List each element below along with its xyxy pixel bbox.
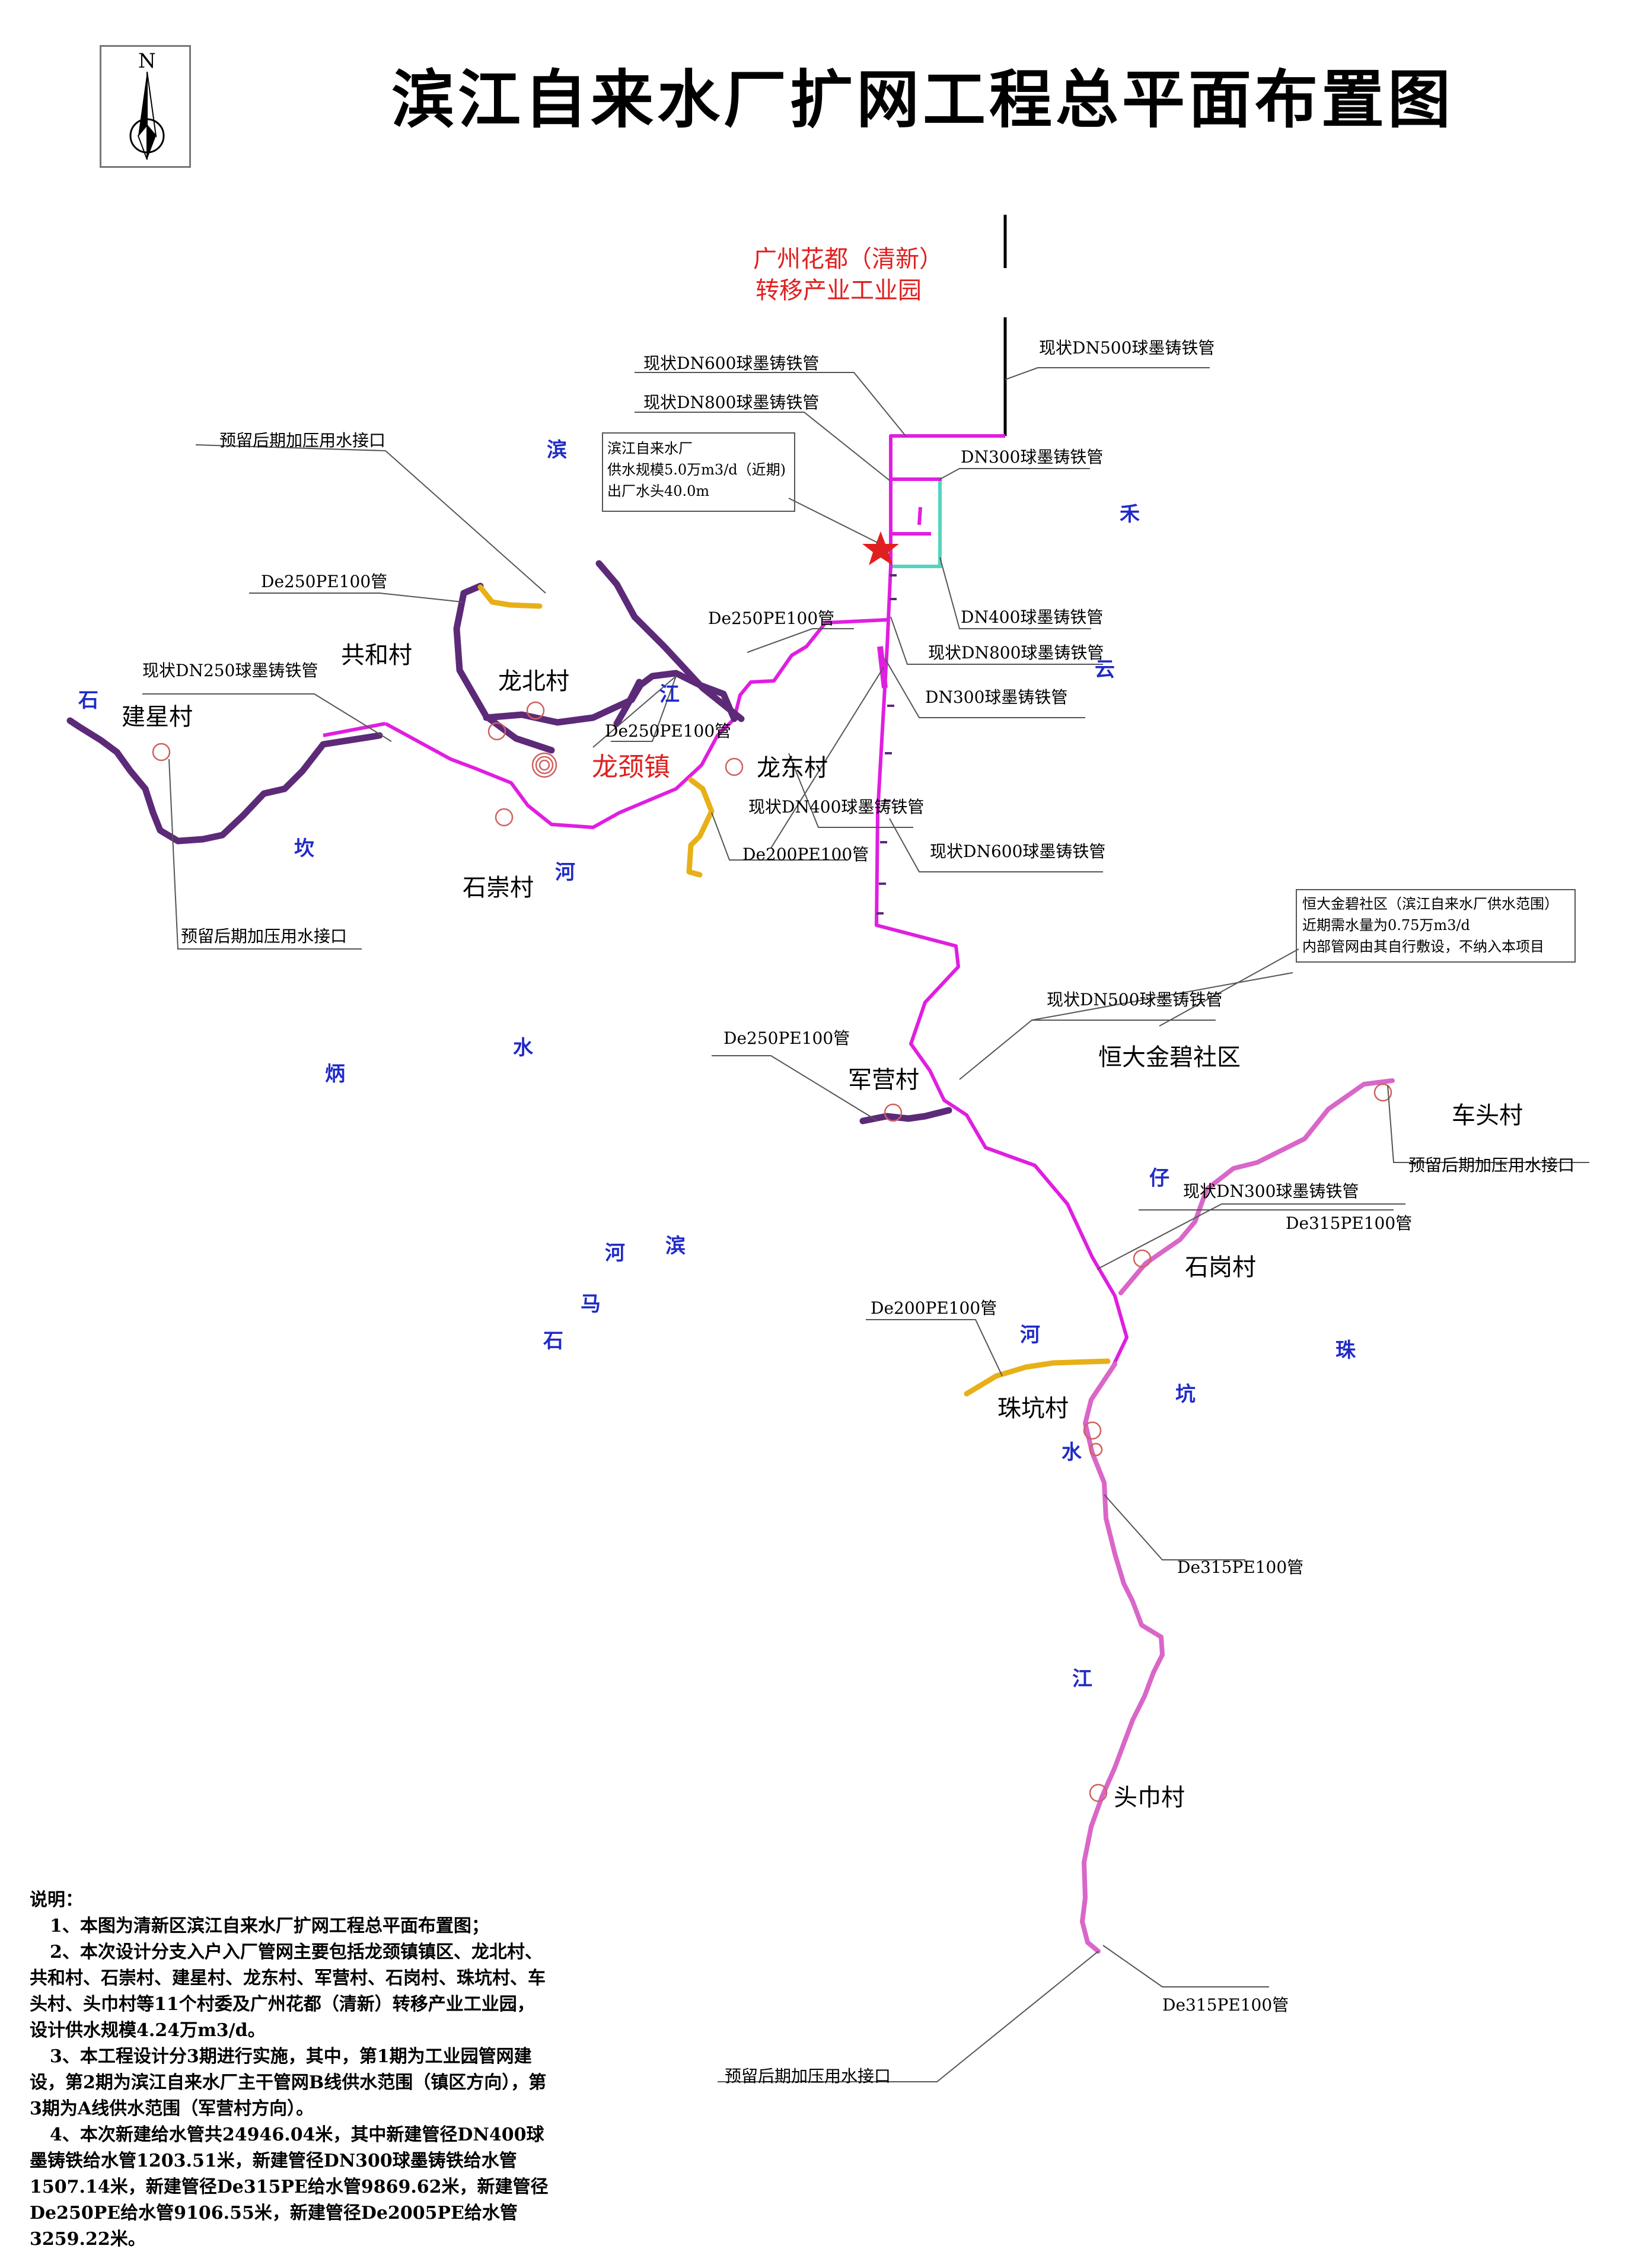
water-plant-star-icon: [862, 531, 899, 565]
evergrande-info-frame: [1296, 889, 1576, 963]
river-char: 石: [543, 1329, 563, 1353]
village-marker-longbei: [526, 701, 545, 720]
river-char: 水: [1062, 1441, 1082, 1464]
river-char: 坑: [1175, 1383, 1196, 1406]
pipe-de315-network: [1080, 1078, 1395, 1954]
river-char: 江: [1072, 1667, 1092, 1691]
village-marker-zhukeng: [1083, 1421, 1102, 1440]
village-marker-longjing-town: [531, 752, 557, 778]
label-de315-a: De315PE100管: [1286, 1213, 1412, 1233]
pipe-valve-ticks: [876, 574, 897, 915]
main-pipe-network: [323, 434, 1129, 1368]
label-dn500-existing-top: 现状DN500球墨铸铁管: [1039, 338, 1215, 358]
village-marker-chetou: [1373, 1083, 1392, 1102]
label-de250-c: De250PE100管: [261, 572, 387, 591]
river-char: 滨: [665, 1234, 686, 1258]
industrial-park-label-1: 广州花都（清新）: [753, 246, 943, 273]
village-label-zhukeng: 珠坑村: [997, 1395, 1069, 1422]
info-box-frames: [602, 432, 1576, 963]
evergrande-info-line2: 近期需水量为0.75万m3/d: [1302, 917, 1470, 934]
label-dn600-existing-mid: 现状DN600球墨铸铁管: [930, 842, 1105, 861]
north-label: N: [138, 49, 156, 73]
river-char: 珠: [1335, 1339, 1356, 1362]
label-dn500-existing-mid: 现状DN500球墨铸铁管: [1047, 990, 1222, 1009]
north-arrow: N: [100, 45, 191, 168]
plant-info-line3: 出厂水头40.0m: [607, 483, 709, 499]
river-char: 坎: [294, 837, 314, 861]
evergrande-info-line3: 内部管网由其自行敷设，不纳入本项目: [1302, 938, 1544, 955]
label-de250-b: De250PE100管: [605, 721, 731, 741]
village-marker-toujin: [1089, 1783, 1108, 1802]
north-arrow-icon: [129, 71, 165, 160]
river-char: 河: [605, 1241, 625, 1265]
pipe-de200-network: [477, 584, 1111, 1397]
village-marker-junying: [884, 1103, 903, 1122]
town-label-longjing: 龙颈镇: [592, 752, 670, 782]
label-de250-a: De250PE100管: [708, 609, 834, 628]
village-label-longbei: 龙北村: [498, 668, 569, 695]
village-markers: [152, 701, 1392, 1802]
design-notes: 说明： 1、本图为清新区滨江自来水厂扩网工程总平面布置图； 2、本次设计分支入户…: [30, 1887, 552, 2253]
village-label-jianxing: 建星村: [122, 703, 193, 731]
village-marker-longdong: [725, 757, 744, 776]
label-dn300-existing-lower: 现状DN300球墨铸铁管: [1183, 1181, 1359, 1201]
label-reserved-3: 预留后期加压用水接口: [1408, 1155, 1574, 1175]
label-dn250-existing: 现状DN250球墨铸铁管: [142, 661, 318, 680]
notes-item-1: 1、本图为清新区滨江自来水厂扩网工程总平面布置图；: [50, 1916, 489, 1936]
village-label-toujin: 头巾村: [1114, 1784, 1185, 1811]
village-label-longdong: 龙东村: [757, 754, 828, 782]
village-marker-jianxing: [152, 743, 171, 762]
village-label-chetou: 车头村: [1452, 1102, 1523, 1129]
plant-info-line2: 供水规模5.0万m3/d（近期): [607, 461, 786, 478]
label-dn400-a: DN400球墨铸铁管: [961, 607, 1103, 627]
river-char: 河: [555, 861, 575, 884]
plant-info-frame: [602, 432, 795, 512]
village-label-gonghe: 共和村: [341, 642, 412, 669]
label-dn600-existing-top: 现状DN600球墨铸铁管: [643, 353, 819, 373]
notes-item-2: 2、本次设计分支入户入厂管网主要包括龙颈镇镇区、龙北村、共和村、石崇村、建星村、…: [30, 1942, 546, 2041]
village-marker-shigang: [1133, 1249, 1152, 1268]
river-char: 河: [1020, 1323, 1040, 1347]
evergrande-info-line1: 恒大金碧社区（滨江自来水厂供水范围）: [1302, 896, 1558, 912]
label-de315-c: De315PE100管: [1162, 1995, 1289, 2015]
notes-item-3: 3、本工程设计分3期进行实施，其中，第1期为工业园管网建设，第2期为滨江自来水厂…: [30, 2046, 547, 2119]
village-label-junying: 军营村: [848, 1066, 919, 1094]
river-char: 炳: [325, 1062, 345, 1086]
plant-info-line1: 滨江自来水厂: [607, 440, 693, 457]
label-dn800-existing-mid: 现状DN800球墨铸铁管: [928, 643, 1104, 662]
village-label-evergrande: 恒大金碧社区: [1098, 1044, 1241, 1071]
label-dn800-existing-top: 现状DN800球墨铸铁管: [643, 393, 819, 412]
industrial-park-label-2: 转移产业工业园: [756, 277, 922, 304]
label-de200-a: De200PE100管: [742, 845, 869, 864]
notes-heading: 说明：: [30, 1890, 83, 1910]
village-marker-shichong: [495, 808, 514, 827]
river-char: 马: [581, 1292, 601, 1316]
village-label-shichong: 石崇村: [463, 874, 534, 902]
river-char: 云: [1095, 658, 1115, 681]
page-title: 滨江自来水厂扩网工程总平面布置图: [391, 63, 1454, 136]
village-marker-longbei-2: [487, 722, 506, 741]
label-de250-d: De250PE100管: [723, 1028, 850, 1048]
label-de315-b: De315PE100管: [1177, 1557, 1303, 1577]
label-de200-b: De200PE100管: [871, 1298, 997, 1318]
river-char: 江: [659, 683, 680, 706]
label-dn400-existing-mid: 现状DN400球墨铸铁管: [748, 797, 924, 817]
village-label-shigang: 石岗村: [1185, 1254, 1256, 1281]
river-char: 禾: [1120, 502, 1140, 526]
leader-lines: [142, 367, 1589, 2082]
label-reserved-4: 预留后期加压用水接口: [725, 2066, 891, 2086]
label-reserved-2: 预留后期加压用水接口: [181, 926, 347, 946]
river-char: 仔: [1149, 1167, 1169, 1190]
notes-item-4: 4、本次新建给水管共24946.04米，其中新建管径DN400球墨铸铁给水管12…: [30, 2124, 549, 2250]
river-char: 石: [78, 689, 98, 712]
pipe-dn300-loop: [891, 477, 942, 568]
label-dn300-a: DN300球墨铸铁管: [961, 447, 1103, 467]
river-char: 水: [513, 1036, 534, 1060]
label-dn300-b: DN300球墨铸铁管: [925, 687, 1067, 707]
label-reserved-1: 预留后期加压用水接口: [219, 431, 385, 450]
pipe-de250-network: [66, 560, 952, 1125]
river-char: 滨: [547, 438, 567, 462]
